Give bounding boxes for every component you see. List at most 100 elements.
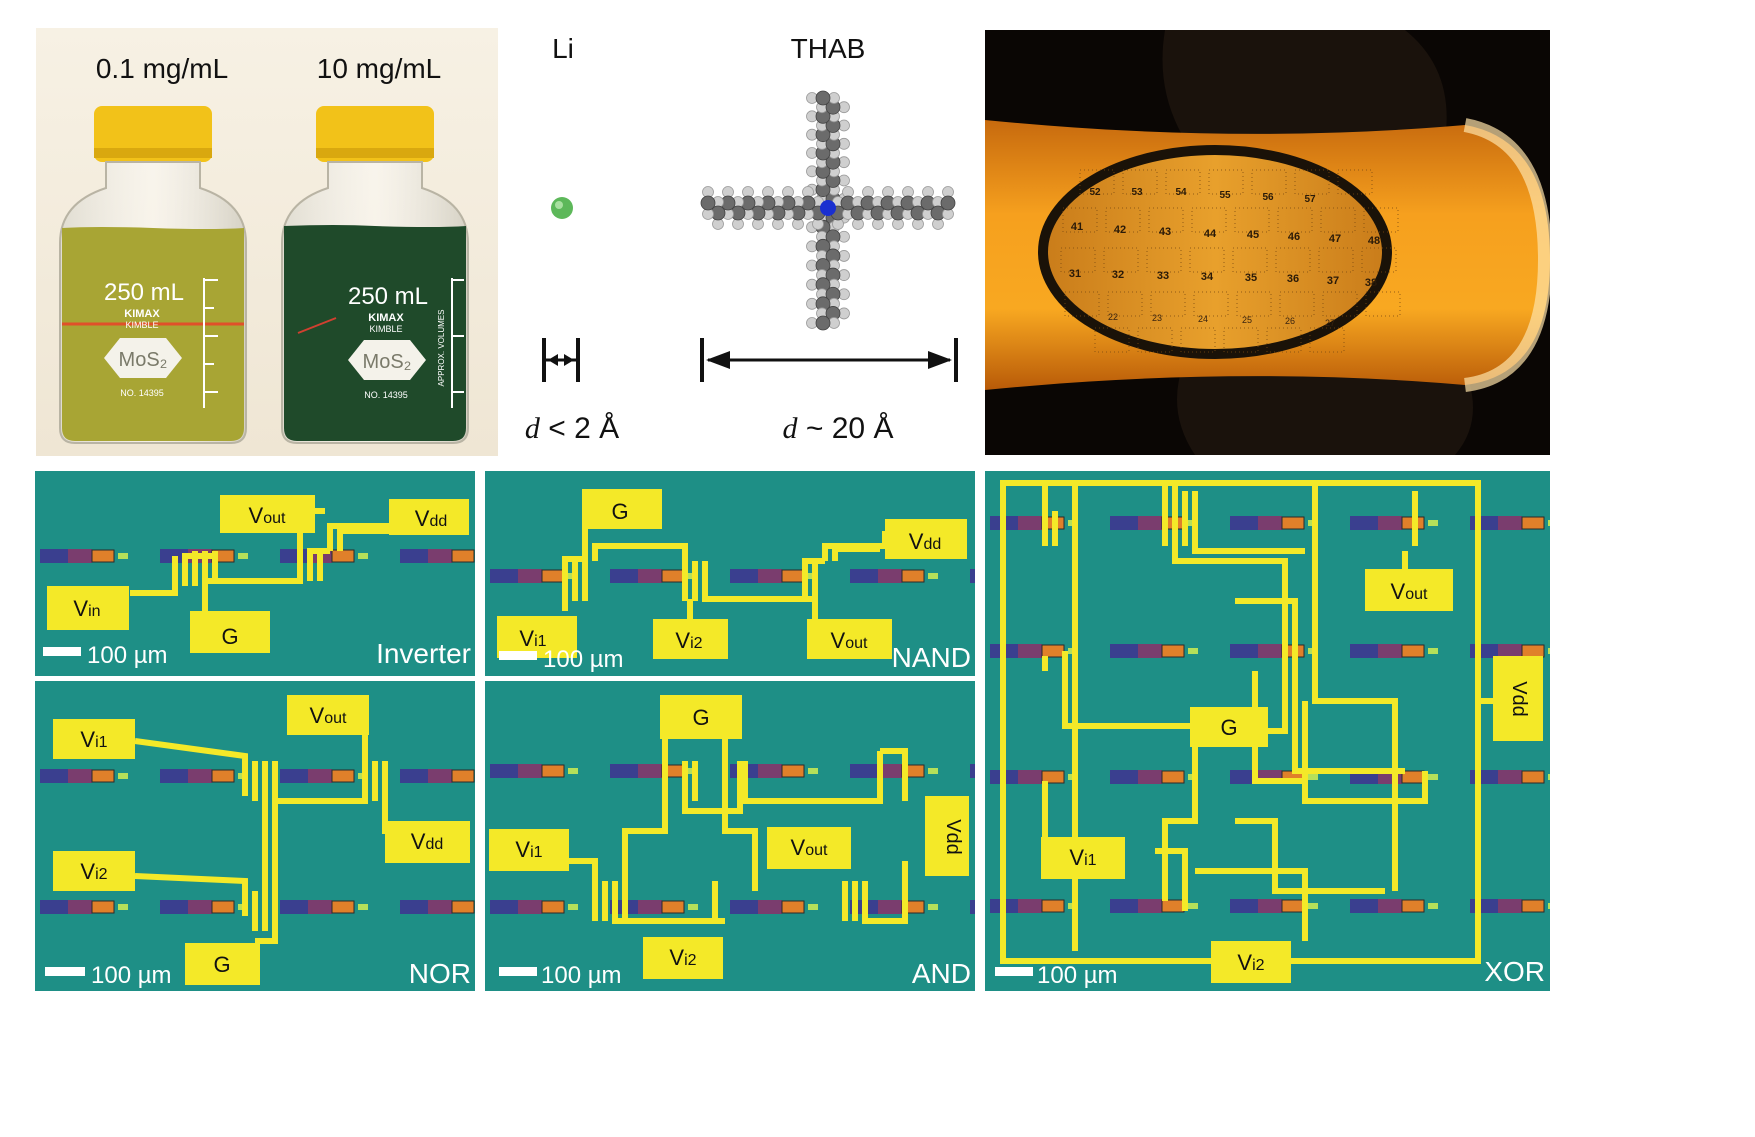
electrode-pad (1138, 770, 1162, 784)
mos2-channel (781, 764, 805, 778)
xor-g-pad (1190, 707, 1268, 747)
die-tile (1137, 327, 1173, 353)
electrode-pad (1258, 899, 1282, 913)
electrode-pad (280, 549, 308, 563)
xor-scale-bar (995, 967, 1033, 976)
electrode-pad (1258, 644, 1282, 658)
mos2-channel (541, 569, 565, 583)
mos2-channel (211, 900, 235, 914)
die-tile (1318, 247, 1354, 273)
and-vi1-label: Vi1 (515, 837, 542, 862)
xor-scale-label: 100 µm (1037, 962, 1118, 989)
contact-tab (808, 768, 818, 774)
electrode-pad (638, 569, 662, 583)
nor-vi1-label: Vi1 (80, 727, 107, 752)
electrode-pad (1350, 516, 1378, 530)
xor-vdd-pad (1493, 656, 1543, 741)
electrode-pad (160, 900, 188, 914)
nand-title: NAND (892, 642, 971, 673)
mos2-channel (781, 569, 805, 583)
mos2-channel (1281, 516, 1305, 530)
inverter-title: Inverter (376, 638, 471, 669)
contact-tab (1308, 774, 1318, 780)
inverter-g-pad (190, 611, 270, 653)
contact-tab (1308, 903, 1318, 909)
contact-tab (1428, 903, 1438, 909)
contact-tab (1188, 903, 1198, 909)
mos2-channel (1041, 899, 1065, 913)
nor-title: NOR (409, 958, 471, 989)
electrode-pad (850, 569, 878, 583)
electrode-pad (188, 900, 212, 914)
nand-vout-label: Vout (831, 628, 868, 653)
nand-vdd-pad (885, 519, 967, 559)
xor-micrograph: G Vout Vdd Vi1 Vi2 100 µm XOR (985, 471, 1550, 991)
electrode-pad (40, 549, 68, 563)
inverter-micrograph: Vout Vdd Vin G 100 µm Inverter (35, 471, 475, 676)
inverter-g-label: G (221, 624, 238, 649)
electrode-pad (1018, 899, 1042, 913)
carbon-atom (700, 195, 716, 211)
die-tile (1234, 207, 1270, 233)
die-tile (1062, 207, 1098, 233)
contact-tab (1428, 648, 1438, 654)
electrode-pad (188, 769, 212, 783)
die-tile (1294, 169, 1330, 195)
die-tile (1275, 247, 1311, 273)
mos2-channel (661, 900, 685, 914)
mos2-channel (1161, 644, 1185, 658)
mos2-channel (1521, 516, 1545, 530)
li-size-text: d < 2 Å (525, 412, 619, 445)
die-tile (1279, 291, 1315, 317)
and-g-pad (660, 695, 742, 739)
electrode-pad (1110, 516, 1138, 530)
contact-tab (238, 553, 248, 559)
bottle-left-number: NO. 14395 (120, 388, 164, 398)
electrode-pad (1470, 516, 1498, 530)
contact-tab (358, 904, 368, 910)
bottle-left-volume: 250 mL (104, 279, 184, 306)
inverter-scale-label: 100 µm (87, 642, 168, 669)
thab-size-text: d ~ 20 Å (783, 412, 894, 445)
and-vdd-label: Vdd (942, 819, 964, 855)
bottle-right-brand: KIMAX (368, 312, 404, 324)
electrode-pad (490, 764, 518, 778)
electrode-pad (1230, 644, 1258, 658)
electrode-pad (1138, 899, 1162, 913)
die-tile (1223, 327, 1259, 353)
transistor-row (990, 899, 1550, 913)
bottle-left-graduations (203, 278, 218, 408)
electrode-pad (518, 764, 542, 778)
contact-tab (928, 904, 938, 910)
bottle-right: 250 mL KIMAX KIMBLE MoS₂ NO. 14395 APPRO… (281, 53, 469, 444)
bottle-left-liquid (62, 227, 244, 441)
electrode-pad (1498, 516, 1522, 530)
mos2-channel (91, 549, 115, 563)
die-tile (1180, 327, 1216, 353)
electrode-pad (280, 769, 308, 783)
and-scale-label: 100 µm (541, 962, 622, 989)
nand-traces (562, 523, 888, 621)
mos2-channel (1521, 899, 1545, 913)
xor-vout-label: Vout (1391, 579, 1428, 604)
mos2-channel (451, 769, 475, 783)
bottles-photo: 250 mL KIMAX KIMBLE MoS₂ NO. 14395 0.1 m… (36, 28, 498, 456)
xor-vi2-pad (1211, 941, 1291, 983)
transistor-row (40, 900, 475, 914)
electrode-pad (160, 769, 188, 783)
electrode-pad (1230, 899, 1258, 913)
and-micrograph: G Vi1 Vout Vdd Vi2 100 µm AND (485, 681, 975, 991)
contact-tab (1548, 648, 1550, 654)
electrode-pad (400, 769, 428, 783)
nand-g-label: G (611, 499, 628, 524)
bottle-left-hexagon-label (104, 338, 182, 378)
electrode-pad (40, 900, 68, 914)
contact-tab (568, 904, 578, 910)
electrode-pad (308, 769, 332, 783)
mos2-channel (661, 569, 685, 583)
intercalant-comparison: Li THAB d < 2 Å d ~ 20 Å (510, 20, 980, 460)
die-tile (1236, 291, 1272, 317)
transistor-row (40, 769, 475, 783)
die-tile (1266, 327, 1302, 353)
